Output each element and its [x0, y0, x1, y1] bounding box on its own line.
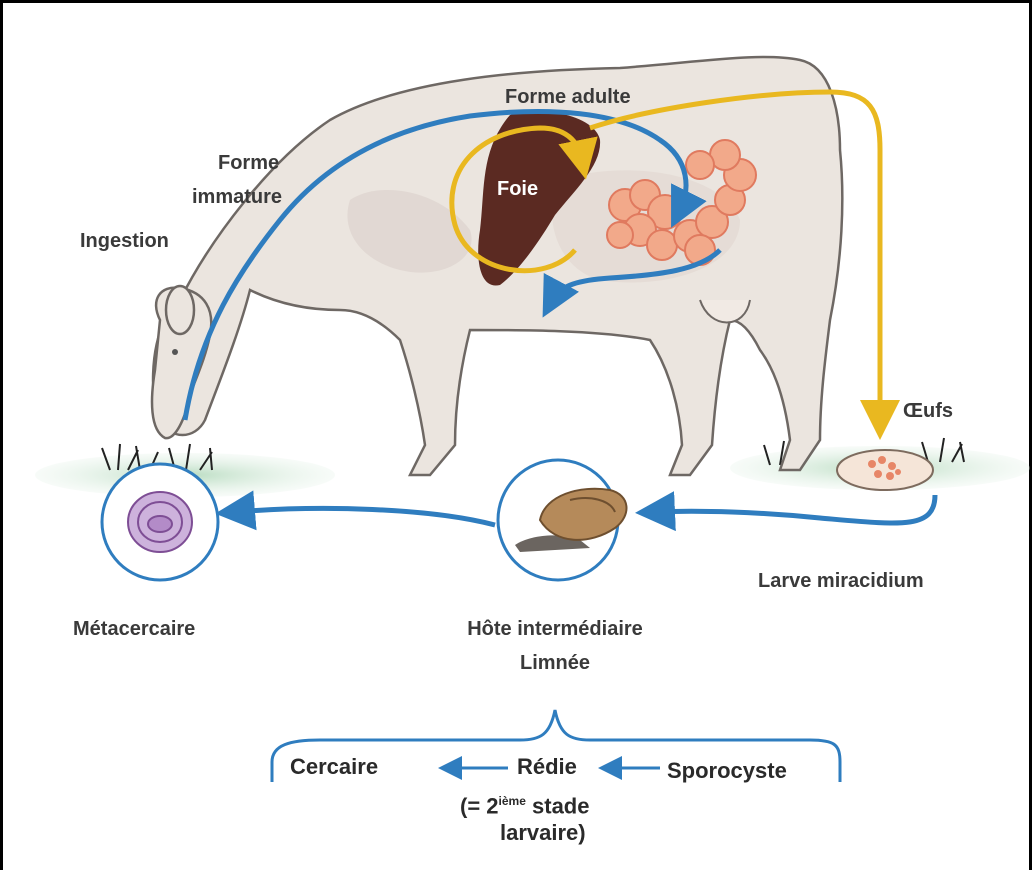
- label-metacercaire: Métacercaire: [73, 616, 195, 642]
- stage-redie-note-line1: (= 2ième stade: [460, 786, 589, 821]
- stage-sporocyste: Sporocyste: [667, 756, 787, 786]
- label-forme-adulte: Forme adulte: [505, 84, 631, 110]
- label-foie: Foie: [497, 176, 538, 202]
- label-hote-intermediaire: Hôte intermédiaire: [410, 616, 700, 642]
- stage-cercaire: Cercaire: [290, 752, 378, 782]
- label-limnee: Limnée: [410, 650, 700, 676]
- stage-redie-note-line2: larvaire): [500, 818, 586, 848]
- label-forme-immature-line2: immature: [192, 184, 282, 210]
- label-oeufs: Œufs: [903, 398, 953, 424]
- cercaria-path: [235, 508, 495, 525]
- stage-redie: Rédie: [517, 752, 577, 782]
- eggs-dish: [837, 450, 933, 490]
- label-larve-miracidium: Larve miracidium: [758, 568, 924, 594]
- metacercaire-icon: [128, 492, 192, 552]
- label-ingestion: Ingestion: [80, 228, 169, 254]
- miracidium-path: [655, 495, 935, 523]
- label-forme-immature-line1: Forme: [218, 150, 279, 176]
